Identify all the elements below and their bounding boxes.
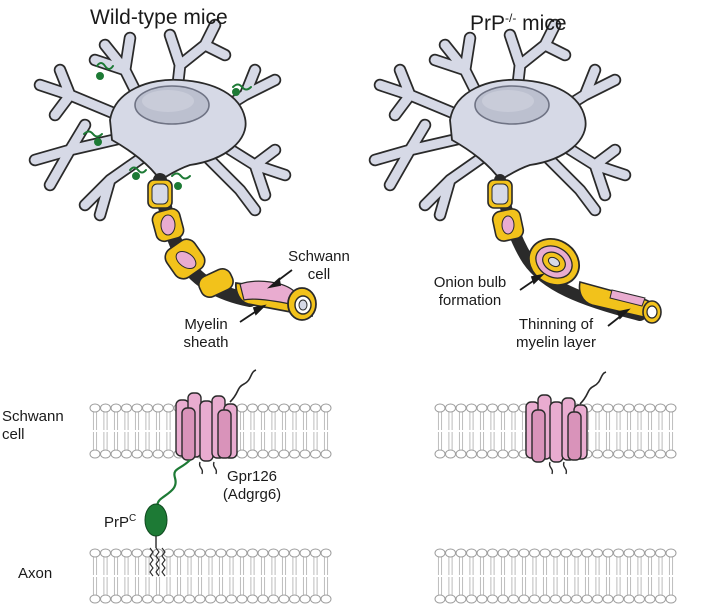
label-schwann-cell: Schwann cell — [284, 248, 354, 284]
prp-on-surface — [83, 62, 252, 190]
label-gpr126: Gpr126 (Adgrg6) — [212, 468, 292, 504]
label-membrane-schwann-line1: Schwann — [2, 408, 64, 425]
title-wildtype: Wild-type mice — [90, 6, 228, 29]
label-schwann-line2: cell — [307, 266, 331, 283]
title-knockout: PrP-/- mice — [470, 6, 567, 36]
label-membrane-axon: Axon — [18, 565, 53, 582]
myelinated-axon — [147, 173, 317, 321]
arrows-right — [519, 273, 631, 327]
onion-bulb-axon — [487, 174, 662, 324]
gpr126-receptor-right — [525, 371, 607, 475]
label-myelin-line2: sheath — [183, 334, 229, 351]
label-myelin-sheath: Myelin sheath — [176, 316, 236, 352]
label-gpr126-line1: Gpr126 — [226, 468, 278, 485]
label-onion-line1: Onion bulb — [433, 274, 507, 291]
label-prp-main: PrP — [104, 514, 130, 531]
title-knockout-main: PrP — [470, 12, 506, 35]
arrows-left — [239, 269, 293, 323]
label-thinning: Thinning of myelin layer — [506, 316, 606, 352]
gpr126-receptor-left — [154, 369, 257, 511]
label-myelin-line1: Myelin — [184, 316, 228, 333]
axon-membrane-right — [434, 548, 677, 604]
label-gpr126-line2: (Adgrg6) — [222, 486, 282, 503]
knockout-neuron — [375, 25, 662, 327]
label-onion-line2: formation — [438, 292, 502, 309]
title-knockout-rest: mice — [516, 12, 567, 35]
label-schwann-line1: Schwann — [288, 248, 350, 265]
axon-membrane-left — [89, 548, 332, 604]
prp-protein — [144, 503, 168, 577]
wildtype-neuron — [35, 25, 317, 323]
label-onion-bulb: Onion bulb formation — [420, 274, 520, 310]
label-membrane-schwann-line2: cell — [2, 426, 25, 443]
label-thinning-line2: myelin layer — [515, 334, 597, 351]
label-prp: PrPC — [104, 510, 136, 532]
title-knockout-sup: -/- — [505, 11, 517, 25]
label-membrane-schwann: Schwann cell — [2, 408, 64, 444]
label-thinning-line1: Thinning of — [518, 316, 594, 333]
label-prp-sup: C — [129, 513, 137, 524]
